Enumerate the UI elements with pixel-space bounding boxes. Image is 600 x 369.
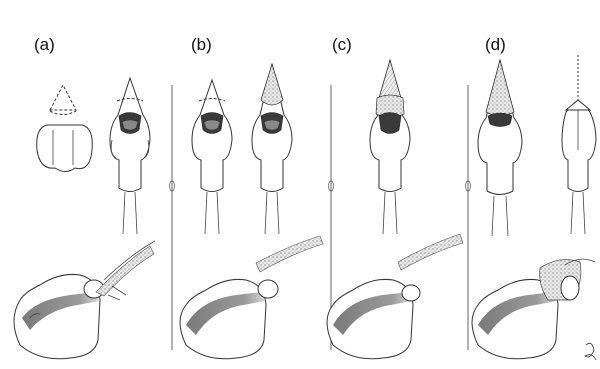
panel-d [472,55,596,360]
panel-label-a: (a) [34,35,55,54]
frontal-view-b1 [192,80,232,234]
sagittal-view-d [472,259,595,359]
divider-ab [170,85,175,350]
frontal-view-a2 [110,78,150,234]
frontal-view-a1 [37,85,93,172]
sagittal-view-a [14,241,155,359]
frontal-view-d1 [478,60,522,236]
panel-label-c: (c) [332,35,352,54]
panel-b [180,64,323,359]
panel-label-b: (b) [191,35,212,54]
divider-cd [466,85,471,350]
frontal-view-c1 [370,60,410,234]
sagittal-view-c [327,234,463,359]
panel-label-d: (d) [485,35,506,54]
panel-a [14,78,155,359]
sagittal-view-b [180,236,323,359]
artist-signature [585,343,596,360]
frontal-view-d2 [562,55,596,234]
frontal-view-b2 [252,64,292,234]
panel-c [327,60,463,359]
